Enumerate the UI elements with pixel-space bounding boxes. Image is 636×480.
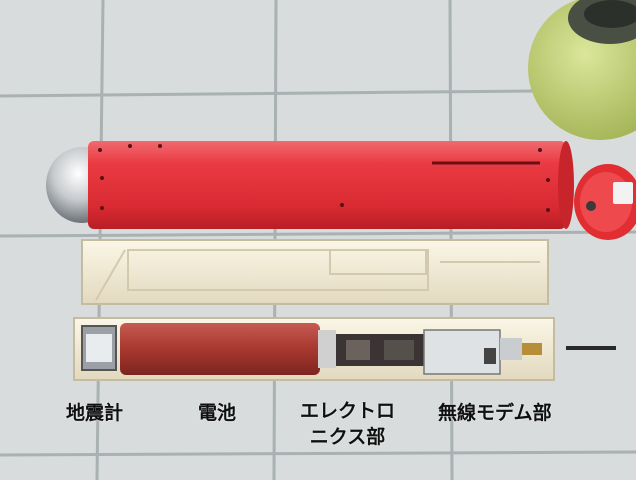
empty-chassis bbox=[81, 239, 549, 305]
assembled-chassis bbox=[73, 317, 616, 381]
caption-battery: 電池 bbox=[198, 402, 237, 424]
caption-electronics-line1: エレクトロ bbox=[300, 400, 396, 422]
red-body-tube bbox=[46, 141, 574, 229]
caption-seismometer: 地震計 bbox=[66, 402, 124, 424]
caption-electronics-line2: ニクス部 bbox=[309, 426, 386, 448]
green-cover bbox=[528, 0, 636, 140]
caption-electronics: エレクトロ ニクス部 bbox=[300, 398, 395, 450]
caption-modem: 無線モデム部 bbox=[438, 402, 552, 424]
red-end-cap bbox=[574, 164, 636, 240]
